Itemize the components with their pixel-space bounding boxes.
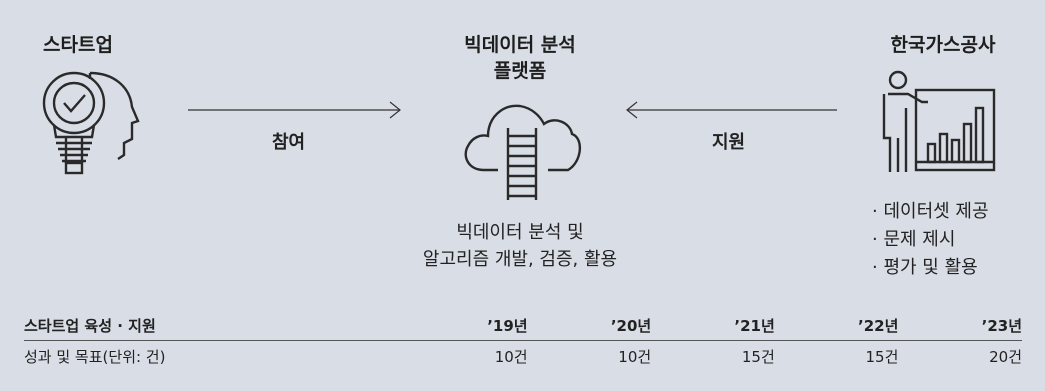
cloud-ladder-icon: [464, 104, 581, 200]
kogas-role-item: 평가 및 활용: [872, 254, 989, 282]
table-header: ’23년: [898, 310, 1022, 341]
support-arrow: [626, 101, 837, 119]
platform-title-line2: 플랫폼: [493, 60, 547, 82]
support-label: 지원: [712, 132, 746, 153]
table-cell: 10건: [618, 347, 652, 366]
participate-arrow: [188, 101, 401, 119]
table-cell: 15건: [865, 347, 899, 366]
presenter-chart-icon: [882, 70, 996, 172]
table-header: ’19년: [404, 310, 528, 341]
startup-title: 스타트업: [43, 34, 113, 56]
table-header: ’20년: [527, 310, 652, 341]
platform-desc-line2: 알고리즘 개발, 검증, 활용: [422, 249, 618, 270]
kogas-title: 한국가스공사: [890, 34, 996, 56]
table-header: ’21년: [651, 310, 775, 341]
table-cell: 20건: [989, 347, 1022, 366]
table-header-row: 스타트업 육성 · 지원 ’19년 ’20년 ’21년 ’22년 ’23년: [24, 310, 1022, 341]
table-header: ’22년: [774, 310, 899, 341]
lightbulb-head-icon: [42, 71, 140, 175]
platform-title-line1: 빅데이터 분석: [464, 34, 576, 56]
participate-label: 참여: [272, 132, 306, 153]
table-cell: 성과 및 목표(단위: 건): [24, 347, 166, 366]
kogas-role-item: 문제 제시: [872, 226, 989, 254]
table-row: 성과 및 목표(단위: 건) 10건 10건 15건 15건 20건: [24, 341, 1022, 372]
table-cell: 10건: [494, 347, 528, 366]
kogas-role-list: 데이터셋 제공 문제 제시 평가 및 활용: [872, 198, 989, 282]
platform-desc-line1: 빅데이터 분석 및: [456, 222, 584, 243]
table-cell: 15건: [741, 347, 775, 366]
table-header: 스타트업 육성 · 지원: [24, 310, 404, 341]
startup-support-table: 스타트업 육성 · 지원 ’19년 ’20년 ’21년 ’22년 ’23년 성과…: [24, 310, 1022, 371]
kogas-role-item: 데이터셋 제공: [872, 198, 988, 226]
